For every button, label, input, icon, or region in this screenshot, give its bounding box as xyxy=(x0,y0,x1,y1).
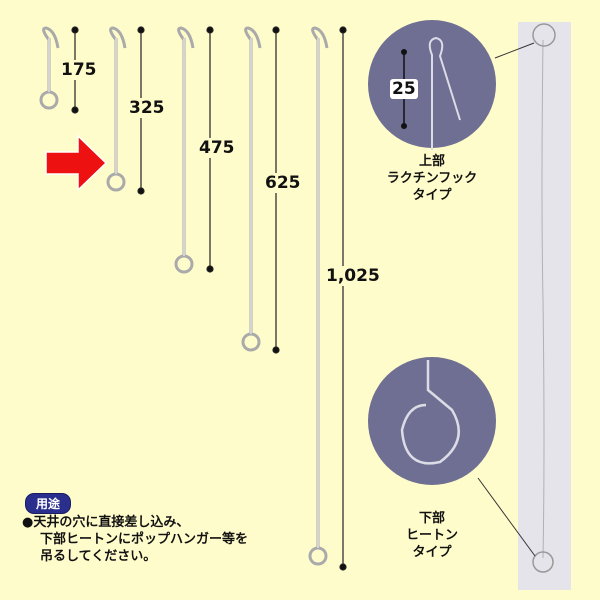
usage-badge: 用途 xyxy=(25,493,72,514)
usage-text: ●天井の穴に直接差し込み、 下部ヒートンにポップハンガー等を 吊るしてください。 xyxy=(22,514,248,565)
caption-line: 上部 xyxy=(418,154,445,169)
length-label-325: 325 xyxy=(128,98,166,118)
caption-line: タイプ xyxy=(412,545,452,560)
bottom-hook-caption: 下部 ヒートン タイプ xyxy=(367,510,497,561)
length-label-625: 625 xyxy=(264,173,302,193)
top-hook-dimension: 25 xyxy=(390,79,418,99)
top-hook-caption: 上部 ラクチンフック タイプ xyxy=(367,153,497,204)
caption-line: 下部 xyxy=(418,511,445,526)
length-label-175: 175 xyxy=(60,60,98,80)
usage-line: ●天井の穴に直接差し込み、 xyxy=(22,515,190,530)
caption-line: タイプ xyxy=(412,188,452,203)
length-label-1025: 1,025 xyxy=(325,266,381,286)
red-right-arrow-icon xyxy=(45,134,108,192)
usage-line: 下部ヒートンにポップハンガー等を xyxy=(40,532,249,547)
full-length-photo-panel xyxy=(518,22,571,590)
bottom-hook-detail-circle xyxy=(368,357,496,485)
caption-line: ラクチンフック xyxy=(386,171,478,186)
caption-line: ヒートン xyxy=(405,528,458,543)
usage-line: 吊るしてください。 xyxy=(40,549,157,564)
length-label-475: 475 xyxy=(198,138,236,158)
